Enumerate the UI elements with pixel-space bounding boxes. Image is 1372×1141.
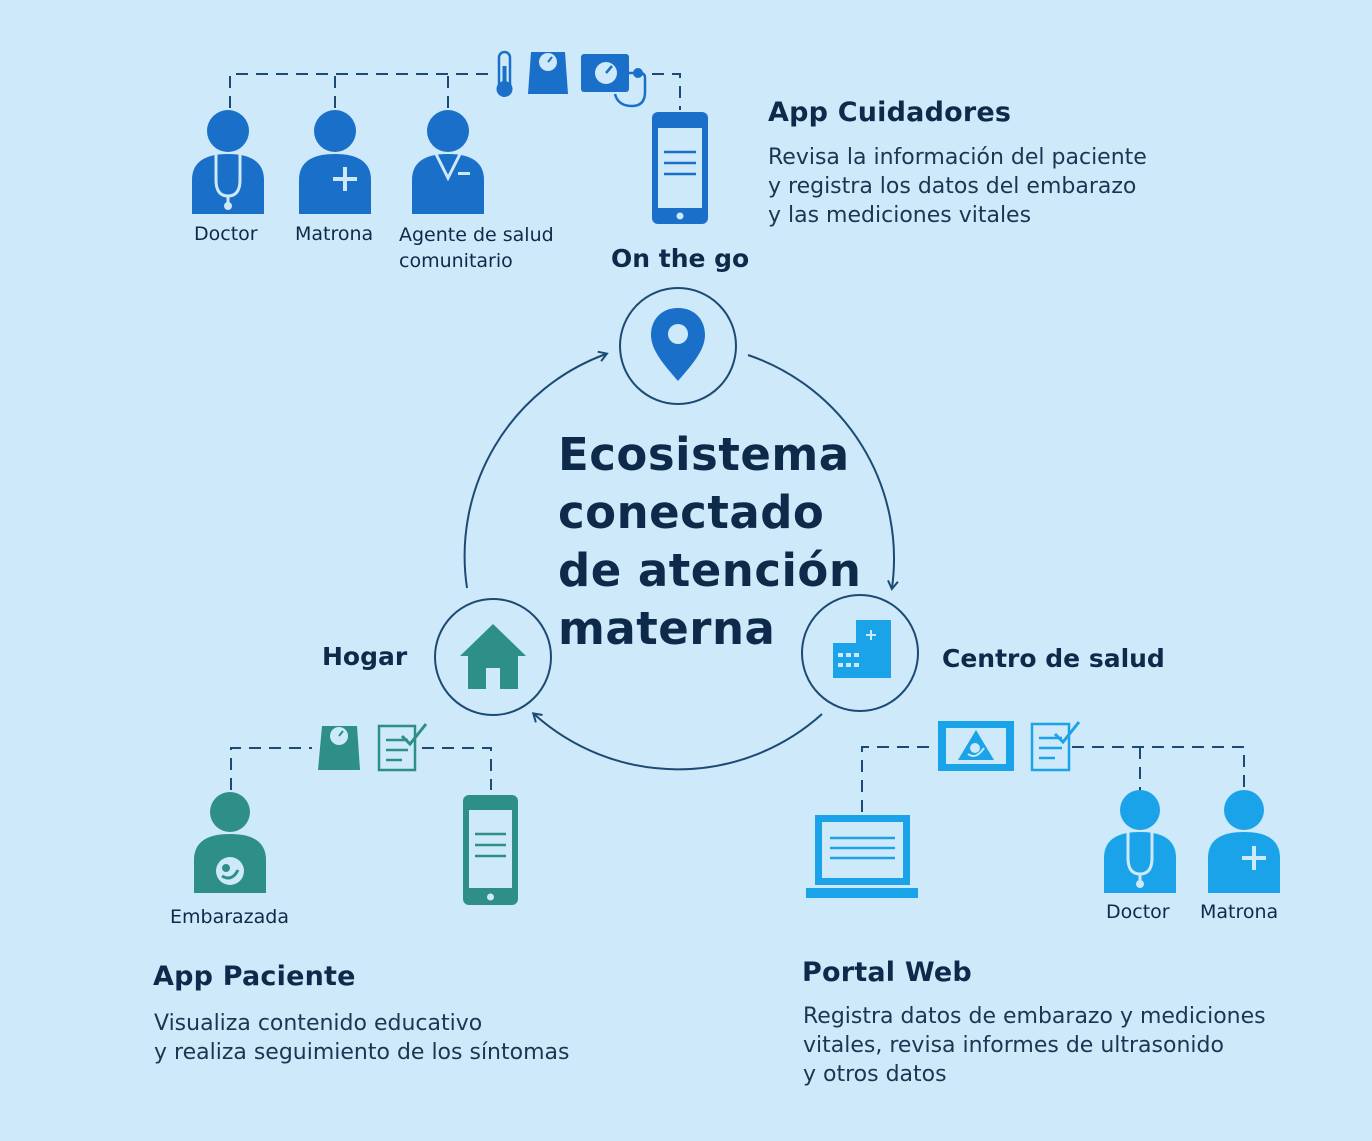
patient-connector	[230, 747, 492, 790]
hospital-icon	[833, 620, 891, 678]
portal-doctor-icon	[1104, 790, 1176, 893]
app-paciente-title: App Paciente	[153, 961, 356, 992]
node-on-the-go	[619, 287, 737, 405]
role-label-agente-line2: comunitario	[399, 250, 513, 272]
role-label-matrona: Matrona	[295, 223, 374, 245]
midwife-icon	[299, 110, 371, 214]
patient-scale-icon	[318, 726, 360, 770]
role-label-embarazada: Embarazada	[170, 906, 289, 928]
patient-checklist-icon	[377, 723, 428, 772]
portal-midwife-icon	[1208, 790, 1280, 893]
role-label-agente-line1: Agente de salud	[399, 224, 554, 246]
ultrasound-icon	[938, 721, 1014, 771]
app-paciente-desc: Visualiza contenido educativo y realiza …	[154, 1011, 570, 1065]
node-label-on-the-go: On the go	[611, 244, 750, 273]
patient-phone-icon	[463, 795, 518, 905]
location-pin-icon	[651, 308, 705, 381]
arc-go-to-centro	[747, 354, 899, 591]
portal-web-title: Portal Web	[802, 957, 972, 988]
laptop-icon	[806, 815, 918, 898]
blood-pressure-monitor-icon	[581, 54, 647, 108]
app-cuidadores-title: App Cuidadores	[768, 97, 1012, 128]
caregiver-phone-icon	[652, 112, 708, 224]
community-agent-icon	[412, 110, 484, 214]
role-label-doctor: Doctor	[194, 223, 258, 245]
node-hogar	[434, 598, 552, 716]
caregivers-connector	[229, 73, 681, 110]
pregnant-woman-icon	[194, 792, 266, 893]
center-title: Ecosistema conectado de atención materna	[558, 428, 862, 655]
node-label-centro-de-salud: Centro de salud	[942, 644, 1165, 673]
portal-connector	[861, 746, 1245, 812]
node-centro-de-salud	[801, 594, 919, 712]
house-icon	[460, 624, 526, 689]
app-cuidadores-desc: Revisa la información del paciente y reg…	[768, 145, 1147, 228]
thermometer-icon	[496, 50, 513, 97]
portal-checklist-icon	[1030, 721, 1081, 772]
doctor-icon	[192, 110, 264, 214]
cycle-arrows	[463, 350, 899, 771]
arc-centro-to-home	[531, 712, 823, 771]
portal-web-desc: Registra datos de embarazo y mediciones …	[803, 1004, 1266, 1087]
portal-role-label-matrona: Matrona	[1200, 901, 1279, 923]
node-label-hogar: Hogar	[322, 642, 408, 671]
weight-scale-icon	[528, 52, 568, 94]
arc-home-to-go	[463, 350, 609, 589]
portal-role-label-doctor: Doctor	[1106, 901, 1170, 923]
